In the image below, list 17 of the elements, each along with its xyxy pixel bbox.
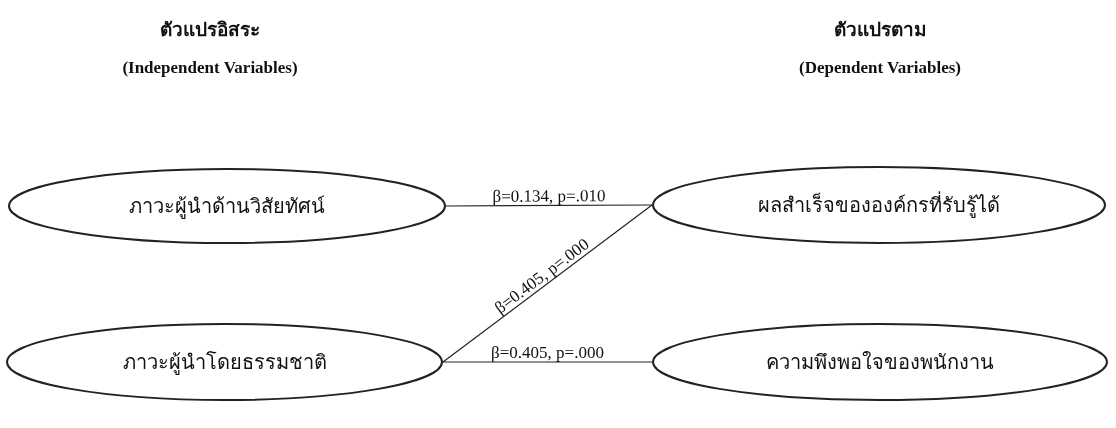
column-heading: ตัวแปรตาม	[833, 18, 927, 42]
node-label: ความพึงพอใจของพนักงาน	[766, 350, 994, 375]
edge-label: β=0.405, p=.000	[491, 344, 604, 362]
connector-line	[445, 204, 653, 207]
ellipse-node	[8, 168, 446, 244]
column-heading: ตัวแปรอิสระ	[160, 18, 260, 42]
column-heading: (Independent Variables)	[122, 58, 298, 78]
node-label: ภาวะผู้นำโดยธรรมชาติ	[122, 350, 327, 377]
node-label: ภาวะผู้นำด้านวิสัยทัศน์	[129, 194, 325, 221]
ellipse-node	[6, 323, 443, 401]
edge-label: β=0.134, p=.010	[492, 187, 606, 206]
connector-line	[442, 204, 653, 363]
connector-line	[442, 361, 653, 363]
ellipse-node	[652, 323, 1108, 401]
column-heading: (Dependent Variables)	[799, 58, 961, 78]
node-label: ผลสำเร็จขององค์กรที่รับรู้ได้	[758, 189, 1000, 221]
ellipse-node	[652, 166, 1106, 244]
